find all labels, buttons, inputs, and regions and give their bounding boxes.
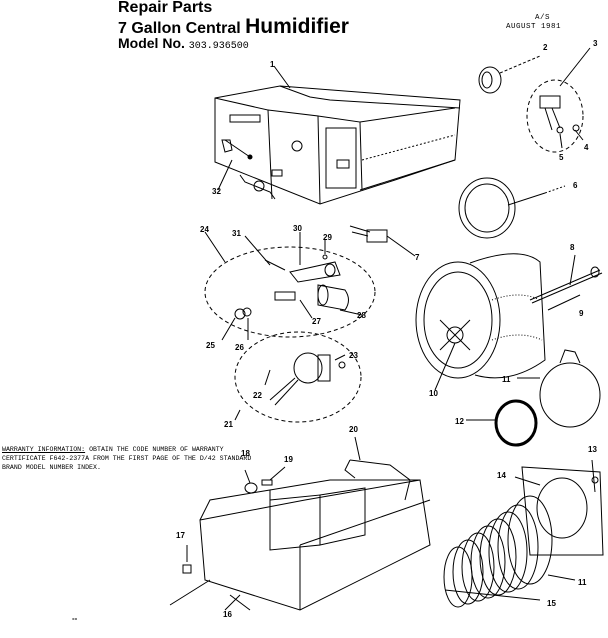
callout-18: 18: [241, 449, 250, 458]
callout-7: 7: [415, 253, 420, 262]
callout-32: 32: [212, 187, 221, 196]
callout-13: 13: [588, 445, 597, 454]
part-bracket: [344, 436, 411, 501]
title-repair-parts: Repair Parts: [118, 0, 213, 16]
doc-code: A/S: [535, 14, 551, 22]
title-product-prefix: 7 Gallon Central: [118, 20, 246, 37]
part-mounting-plate: [514, 459, 604, 556]
part-clip: [182, 545, 192, 574]
part-flex-duct: [443, 495, 576, 608]
callout-4: 4: [584, 143, 589, 152]
title-product-humidifier: Humidifier: [245, 15, 349, 38]
callout-8: 8: [570, 243, 575, 252]
callout-27: 27: [312, 317, 321, 326]
part-float-screw: [244, 466, 286, 494]
callout-24: 24: [200, 225, 209, 234]
callout-10: 10: [429, 389, 438, 398]
callout-28: 28: [357, 311, 366, 320]
callout-22: 22: [253, 391, 262, 400]
callout-numbers: 1 2 3 4 5 6 7 8 9 10 11 12 13 14 11 15 1…: [72, 39, 598, 623]
callout-20: 20: [349, 425, 358, 434]
callout-9: 9: [579, 309, 584, 318]
callout-2: 2: [543, 43, 548, 52]
callout-23: 23: [349, 351, 358, 360]
callout-31: 31: [232, 229, 241, 238]
model-label: Model No.: [118, 35, 185, 51]
callout-16: 16: [223, 610, 232, 619]
callout-6: 6: [573, 181, 578, 190]
callout-1: 1: [270, 60, 275, 69]
callout-25: 25: [206, 341, 215, 350]
part-control-assembly: [526, 47, 591, 153]
part-cabinet-housing: [214, 85, 461, 205]
callout-17: 17: [176, 531, 185, 540]
callout-26: 26: [235, 343, 244, 352]
leader-lines: [169, 65, 581, 611]
part-knob: [478, 55, 541, 94]
callout-11b: 11: [578, 578, 587, 587]
doc-date: AUGUST 1981: [506, 23, 562, 31]
part-drum-media: [415, 253, 546, 391]
callout-5: 5: [559, 153, 564, 162]
callout-12: 12: [455, 417, 464, 426]
callout-14: 14: [497, 471, 506, 480]
part-spring-ring: [517, 349, 601, 428]
callout-15: 15: [547, 599, 556, 608]
title-product: 7 Gallon Central Humidifier: [118, 16, 349, 37]
callout-19: 19: [284, 455, 293, 464]
callout-3: 3: [593, 39, 598, 48]
warranty-body: OBTAIN THE CODE NUMBER OF WARRANTY CERTI…: [2, 446, 252, 471]
warranty-information: WARRANTY INFORMATION: OBTAIN THE CODE NU…: [2, 445, 264, 472]
part-motor-assembly: [234, 331, 362, 423]
warranty-heading: WARRANTY INFORMATION:: [2, 446, 86, 453]
callout-29: 29: [323, 233, 332, 242]
callout-21: 21: [224, 420, 233, 429]
callout-30: 30: [293, 224, 302, 233]
part-water-pan: [199, 479, 431, 611]
model-number-line: Model No. 303.936500: [118, 36, 249, 52]
part-linkage-assembly: [204, 231, 376, 341]
part-duct-gasket: [458, 177, 566, 239]
model-number: 303.936500: [188, 41, 249, 52]
part-wire-connector: [349, 225, 416, 257]
footer-mark: --: [72, 614, 78, 623]
callout-11a: 11: [502, 375, 511, 384]
part-o-ring: [466, 399, 538, 447]
